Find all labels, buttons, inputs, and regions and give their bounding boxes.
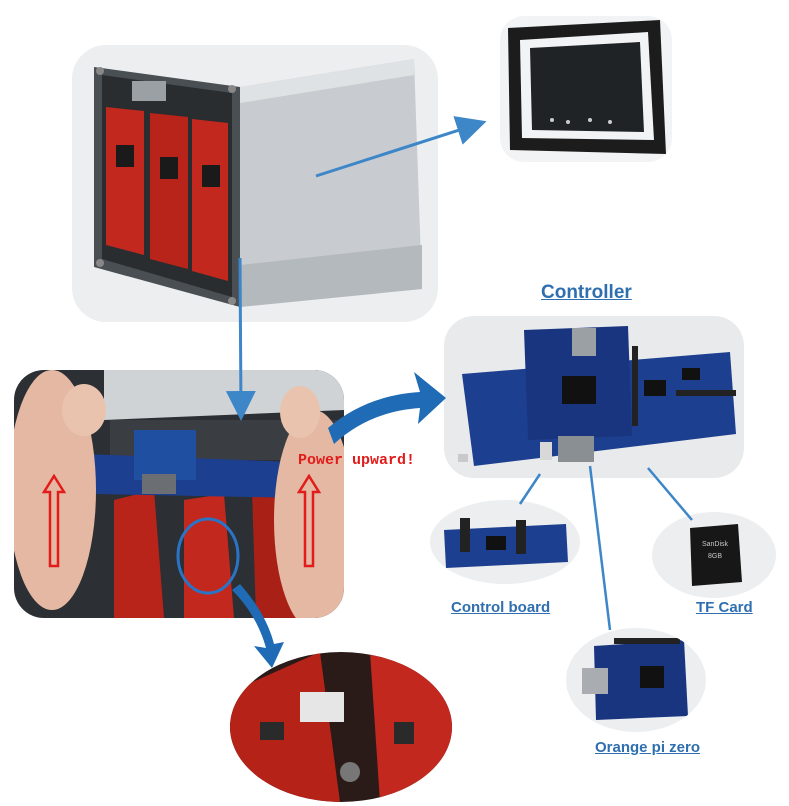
controller-install-photo — [14, 370, 344, 618]
arrow-to-tf-card — [647, 467, 693, 521]
arrow-to-control-board — [518, 473, 542, 505]
big-arrow-to-closeup — [232, 584, 284, 668]
control-board-photo — [430, 500, 580, 584]
tf-card-label: TF Card — [696, 599, 753, 616]
orange-pi-zero-label: Orange pi zero — [595, 739, 701, 756]
arrow-to-orange-pi — [588, 465, 612, 631]
control-board-label: Control board — [451, 599, 551, 616]
tf-card-photo: SanDisk 8GB — [652, 512, 776, 598]
arrow-enclosure-to-install — [225, 257, 256, 421]
upward-arrow-left — [42, 474, 66, 568]
big-arrow-to-controller — [328, 372, 446, 444]
tf-card-capacity: 8GB — [708, 553, 722, 560]
orange-pi-zero-photo — [566, 628, 706, 732]
arrow-enclosure-to-frame — [315, 116, 487, 178]
controller-title: Controller — [541, 282, 632, 303]
upward-arrow-right — [297, 474, 321, 568]
cover-frame-photo — [500, 16, 672, 162]
tf-card-brand: SanDisk — [702, 541, 729, 548]
power-upward-warning: Power upward! — [298, 452, 416, 469]
connector-closeup-photo — [230, 652, 452, 802]
enclosure-photo — [72, 45, 438, 322]
highlight-circle — [176, 517, 240, 595]
controller-assembly-photo — [444, 316, 744, 478]
